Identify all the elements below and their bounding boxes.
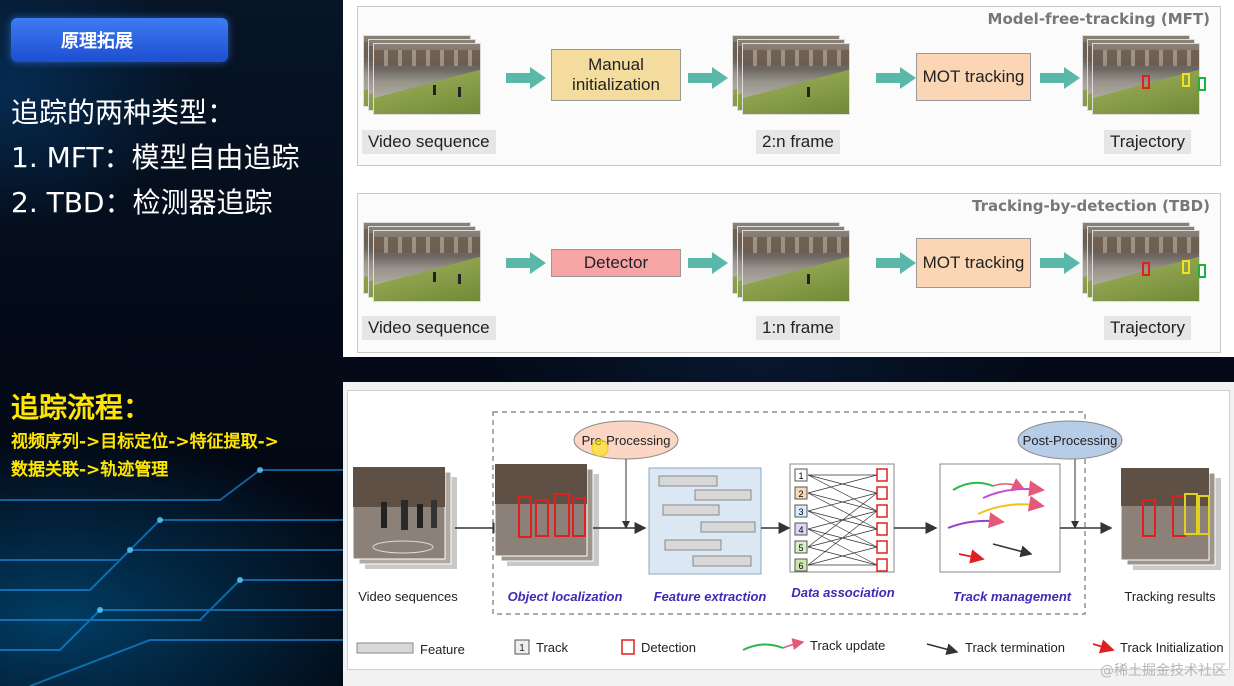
tbd-trajectory-label: Trajectory bbox=[1104, 316, 1191, 340]
frame-sequence bbox=[732, 222, 872, 304]
mot-tracking-box: MOT tracking bbox=[916, 53, 1031, 101]
stage-label-management: Track management bbox=[953, 589, 1072, 604]
legend: Feature 1 Track Detection Track update T… bbox=[357, 638, 1224, 657]
stage-label-results: Tracking results bbox=[1124, 589, 1216, 604]
track-id-label: 6 bbox=[798, 561, 803, 571]
arrow-icon bbox=[1040, 252, 1080, 274]
mft-frame-label: 2:n frame bbox=[756, 130, 840, 154]
watermark: @稀土掘金技术社区 bbox=[1100, 660, 1226, 680]
arrow-icon bbox=[876, 67, 916, 89]
tracking-pipeline-figure: Pre-Processing Post-Processing bbox=[343, 382, 1234, 686]
track-id-label: 1 bbox=[798, 471, 803, 481]
post-processing-label: Post-Processing bbox=[1023, 433, 1118, 448]
track-id-label: 3 bbox=[798, 507, 803, 517]
tracking-results-image bbox=[1121, 468, 1221, 570]
legend-track-termination: Track termination bbox=[965, 640, 1065, 655]
legend-feature: Feature bbox=[420, 642, 465, 657]
type-mft: 1. MFT：模型自由追踪 bbox=[11, 135, 300, 181]
track-id-label: 2 bbox=[798, 489, 803, 499]
types-heading: 追踪的两种类型： bbox=[11, 90, 235, 136]
legend-track-number: 1 bbox=[519, 643, 525, 654]
video-frames bbox=[363, 35, 503, 117]
arrow-icon bbox=[506, 252, 546, 274]
video-sequences-image bbox=[353, 467, 457, 569]
stage-label-video: Video sequences bbox=[358, 589, 458, 604]
flow-line-1: 视频序列->目标定位->特征提取-> bbox=[11, 428, 279, 456]
mft-trajectory-label: Trajectory bbox=[1104, 130, 1191, 154]
type-tbd: 2. TBD：检测器追踪 bbox=[11, 180, 273, 226]
stage-label-features: Feature extraction bbox=[654, 589, 767, 604]
flow-title: 追踪流程： bbox=[11, 386, 151, 426]
trajectory-frames bbox=[1082, 222, 1222, 304]
trajectory-frames bbox=[1082, 35, 1222, 117]
arrow-icon bbox=[688, 252, 728, 274]
arrow-icon bbox=[506, 67, 546, 89]
track-id-label: 5 bbox=[798, 543, 803, 553]
cursor-highlight bbox=[592, 440, 608, 456]
object-localization-image bbox=[495, 464, 599, 566]
mft-panel: Model-free-tracking (MFT) Video sequence… bbox=[357, 6, 1221, 166]
stage-label-localization: Object localization bbox=[508, 589, 623, 604]
mot-tracking-box: MOT tracking bbox=[916, 238, 1031, 288]
arrow-icon bbox=[1040, 67, 1080, 89]
legend-detection: Detection bbox=[641, 640, 696, 655]
mft-video-label: Video sequence bbox=[362, 130, 496, 154]
section-badge: 原理拓展 bbox=[11, 18, 228, 62]
legend-track-initialization: Track Initialization bbox=[1120, 640, 1224, 655]
arrow-icon bbox=[688, 67, 728, 89]
stage-label-association: Data association bbox=[791, 585, 894, 600]
tbd-panel: Tracking-by-detection (TBD) Video sequen… bbox=[357, 193, 1221, 353]
tbd-title: Tracking-by-detection (TBD) bbox=[972, 197, 1210, 215]
flow-line-2: 数据关联->轨迹管理 bbox=[11, 456, 279, 484]
tbd-video-label: Video sequence bbox=[362, 316, 496, 340]
legend-track-update: Track update bbox=[810, 638, 885, 653]
tbd-frame-label: 1:n frame bbox=[756, 316, 840, 340]
detector-box: Detector bbox=[551, 249, 681, 277]
flow-description: 视频序列->目标定位->特征提取-> 数据关联->轨迹管理 bbox=[11, 428, 279, 484]
video-frames bbox=[363, 222, 503, 304]
mft-tbd-figure: Model-free-tracking (MFT) Video sequence… bbox=[343, 0, 1234, 357]
track-management-panel bbox=[940, 464, 1060, 572]
feature-extraction-panel bbox=[649, 468, 761, 574]
data-association-panel: 1 2 3 4 5 6 bbox=[790, 464, 894, 572]
mft-title: Model-free-tracking (MFT) bbox=[988, 10, 1210, 28]
frame-sequence bbox=[732, 35, 872, 117]
manual-init-box: Manual initialization bbox=[551, 49, 681, 101]
legend-track: Track bbox=[536, 640, 569, 655]
arrow-icon bbox=[876, 252, 916, 274]
track-id-label: 4 bbox=[798, 525, 803, 535]
